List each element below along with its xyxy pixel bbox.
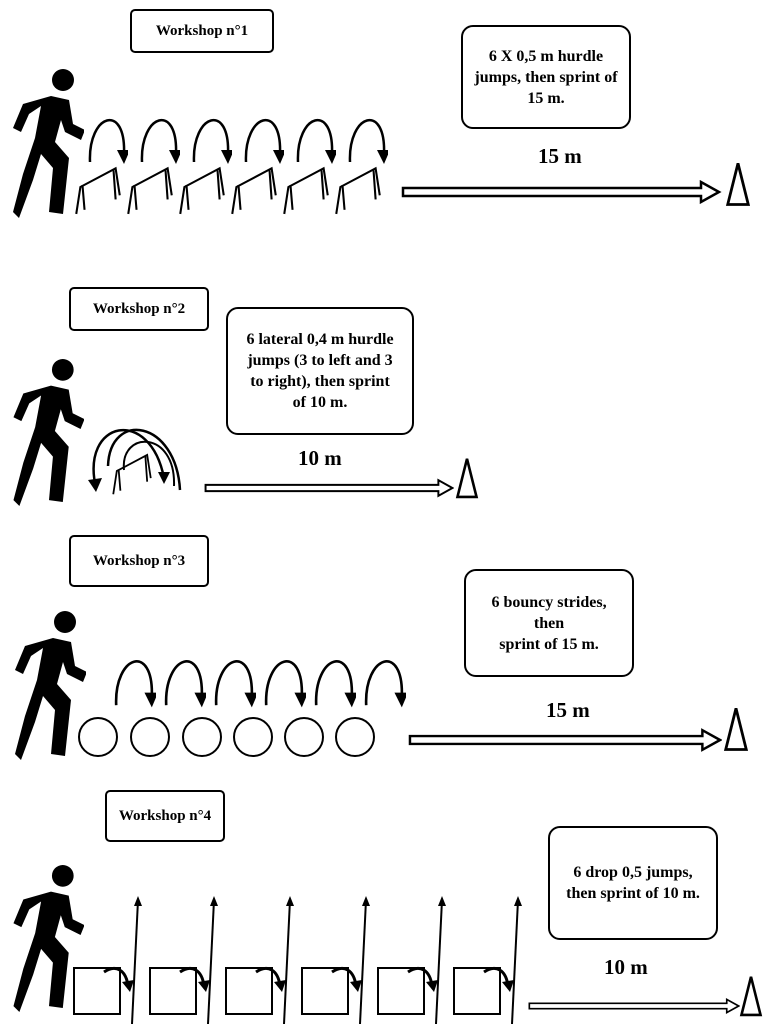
sprint-arrow-icon	[408, 728, 722, 752]
workshop-3-title: Workshop n°3	[69, 535, 209, 587]
runner-icon	[15, 611, 86, 760]
ring-icon	[182, 717, 222, 757]
drop-jump-icon	[452, 896, 524, 1026]
jump-arrow-icon	[264, 660, 306, 708]
jump-arrow-icon	[164, 660, 206, 708]
lateral-arrowhead-right-icon	[158, 472, 170, 484]
jump-arrow-icon	[348, 118, 388, 164]
hurdle-icon	[179, 167, 225, 215]
drop-jump-icon	[376, 896, 448, 1026]
jump-arrow-icon	[244, 118, 284, 164]
hurdle-icon	[283, 167, 329, 215]
hurdle-icon	[75, 167, 121, 215]
lateral-jump-arrow-icon	[122, 440, 176, 487]
cone-icon	[724, 706, 748, 752]
runner-icon	[13, 69, 84, 218]
workshop-1-distance: 15 m	[538, 144, 582, 168]
workshop-1-graphic	[13, 69, 750, 218]
drop-jump-icon	[224, 896, 296, 1026]
workshop-4-distance: 10 m	[604, 955, 648, 979]
jump-arrow-icon	[296, 118, 336, 164]
jump-arrow-icon	[364, 660, 406, 708]
workshop-4-description: 6 drop 0,5 jumps, then sprint of 10 m.	[548, 826, 718, 940]
hurdle-icon	[231, 167, 277, 215]
workshop-3-graphic	[15, 611, 748, 760]
drop-jump-icon	[72, 896, 144, 1026]
cone-icon	[726, 161, 750, 207]
cone-icon	[739, 975, 763, 1017]
lateral-arrowhead-left-icon	[88, 478, 102, 492]
drop-jump-icon	[148, 896, 220, 1026]
workshop-3-distance: 15 m	[546, 698, 590, 722]
ring-icon	[335, 717, 375, 757]
workshop-3-description: 6 bouncy strides, then sprint of 15 m.	[464, 569, 634, 677]
lateral-jump-arrow-icon	[106, 428, 182, 491]
ring-icon	[284, 717, 324, 757]
sprint-arrow-icon	[204, 478, 454, 498]
jump-arrow-icon	[140, 118, 180, 164]
workshop-1-description: 6 X 0,5 m hurdle jumps, then sprint of 1…	[461, 25, 631, 129]
jump-arrow-icon	[192, 118, 232, 164]
drop-jump-icon	[300, 896, 372, 1026]
hurdle-icon	[335, 167, 381, 215]
workshop-2-distance: 10 m	[298, 446, 342, 470]
workshop-4-title: Workshop n°4	[105, 790, 225, 842]
workshop-1-title: Workshop n°1	[130, 9, 274, 53]
workshop-2-description: 6 lateral 0,4 m hurdle jumps (3 to left …	[226, 307, 414, 435]
ring-icon	[130, 717, 170, 757]
sprint-arrow-icon	[528, 998, 740, 1014]
sprint-arrow-icon	[401, 180, 721, 204]
ring-icon	[78, 717, 118, 757]
jump-arrow-icon	[314, 660, 356, 708]
workshop-2-title: Workshop n°2	[69, 287, 209, 331]
hurdle-icon	[127, 167, 173, 215]
workshop-2-graphic	[13, 358, 479, 506]
jump-arrow-icon	[88, 118, 128, 164]
cone-icon	[455, 457, 479, 499]
hurdle-icon	[112, 453, 152, 496]
ring-icon	[233, 717, 273, 757]
lateral-jump-arrow-icon	[92, 428, 166, 489]
runner-icon	[13, 358, 84, 506]
jump-arrow-icon	[114, 660, 156, 708]
jump-arrow-icon	[214, 660, 256, 708]
